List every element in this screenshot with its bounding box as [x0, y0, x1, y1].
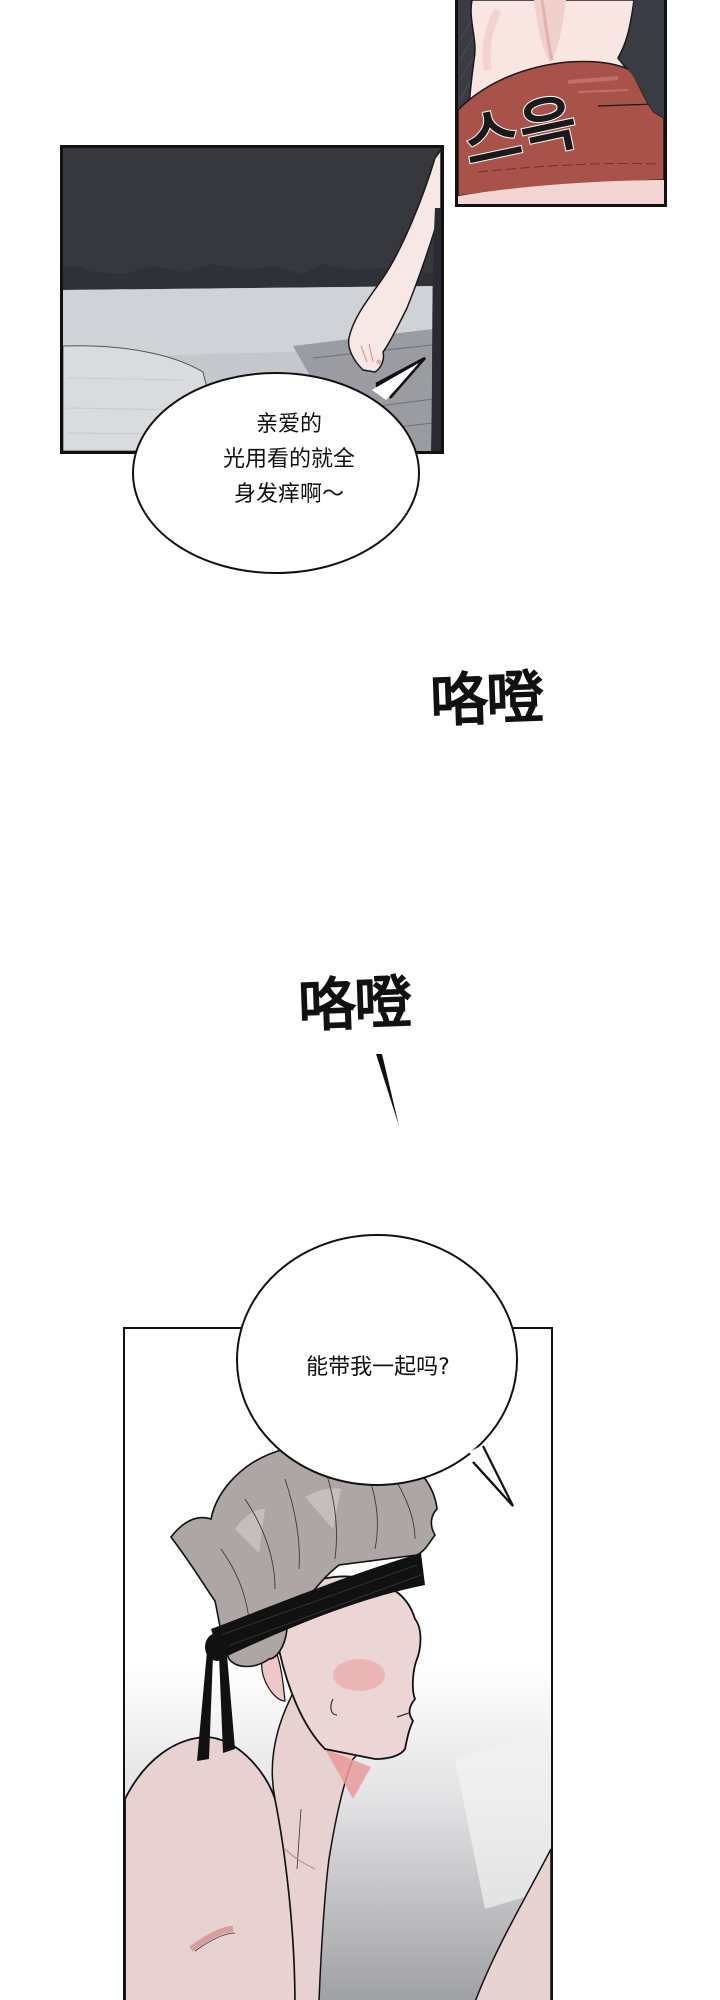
- panel-blindfolded-character: [123, 1327, 553, 2000]
- torso-illustration: [458, 0, 664, 204]
- character-illustration: [125, 1329, 551, 2000]
- bubble-1-line-3: 身发痒啊～: [233, 482, 344, 507]
- speech-bubble-1: [132, 356, 426, 574]
- sfx-thump-1: 咯噔: [429, 663, 544, 735]
- speech-bubble-2: [236, 1234, 518, 1507]
- speech-bubble-1-text: 亲爱的 光用看的就全 身发痒啊～: [133, 407, 445, 512]
- sfx-thump-2: 咯噔: [297, 968, 412, 1040]
- panel-torso-closeup: [455, 0, 667, 207]
- bubble-1-line-2: 光用看的就全: [222, 447, 355, 472]
- bubble-1-line-1: 亲爱的: [255, 412, 322, 437]
- bubble-2-line-1: 能带我一起吗?: [306, 1355, 450, 1380]
- emphasis-line: [376, 1054, 399, 1126]
- speech-bubble-2-text: 能带我一起吗?: [237, 1353, 519, 1383]
